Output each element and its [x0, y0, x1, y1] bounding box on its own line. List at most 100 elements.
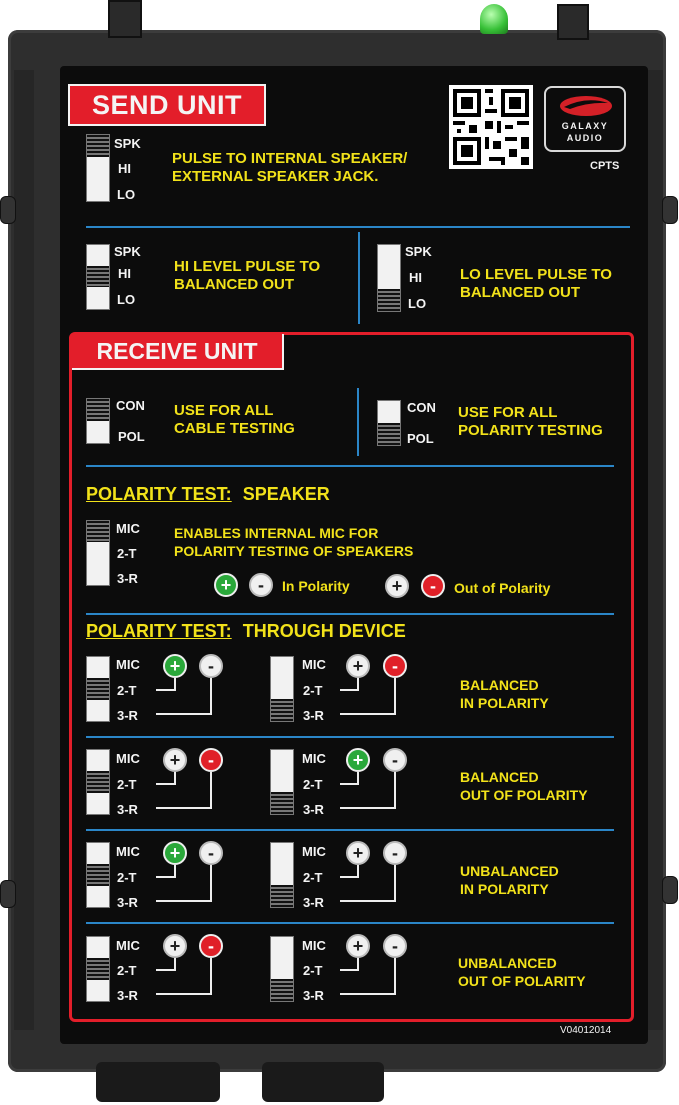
r3-label: 3-R	[303, 895, 324, 910]
mic-label: MIC	[302, 938, 326, 953]
plus-white-icon: +	[346, 934, 370, 958]
desc-line: UNBALANCED	[460, 863, 559, 879]
device-switch	[270, 936, 294, 1002]
r3-label: 3-R	[303, 988, 324, 1003]
wire	[174, 865, 176, 878]
desc-line: USE FOR ALL	[174, 402, 274, 419]
wire	[340, 993, 396, 995]
heading-a: POLARITY TEST:	[86, 621, 232, 641]
minus-white-icon: -	[383, 841, 407, 865]
screw-icon	[0, 196, 16, 224]
plus-white-icon: +	[346, 654, 370, 678]
desc-line: ENABLES INTERNAL MIC FOR	[174, 525, 379, 541]
desc-line: CABLE TESTING	[174, 420, 295, 437]
device-test-heading: POLARITY TEST: THROUGH DEVICE	[86, 621, 406, 642]
send-hi-label: HI	[118, 266, 131, 281]
mic-label: MIC	[116, 521, 140, 536]
minus-white-icon: -	[383, 934, 407, 958]
plus-white-icon: +	[385, 574, 409, 598]
speaker-mic-switch	[86, 520, 110, 586]
desc-line: POLARITY TESTING	[458, 422, 603, 439]
desc-line: PULSE TO INTERNAL SPEAKER/	[172, 150, 408, 167]
pol-label: POL	[407, 431, 434, 446]
wire	[156, 689, 176, 691]
wire	[394, 865, 396, 902]
speaker-test-desc: ENABLES INTERNAL MIC FOR POLARITY TESTIN…	[174, 524, 413, 560]
label-panel	[60, 66, 648, 1044]
minus-white-icon: -	[199, 654, 223, 678]
plus-green-icon: +	[163, 654, 187, 678]
mic-label: MIC	[302, 844, 326, 859]
t2-label: 2-T	[303, 963, 323, 978]
send-row3-desc: LO LEVEL PULSE TO BALANCED OUT	[460, 266, 612, 302]
brand-sub: AUDIO	[566, 133, 604, 143]
device-switch	[270, 842, 294, 908]
model-name: CPTS	[590, 160, 620, 172]
r3-label: 3-R	[303, 708, 324, 723]
wire	[357, 772, 359, 785]
right-rail	[645, 70, 663, 1030]
wire	[357, 958, 359, 971]
device-row2-desc: BALANCED OUT OF POLARITY	[460, 768, 588, 804]
speaker-test-heading: POLARITY TEST: SPEAKER	[86, 484, 330, 505]
send-hi-label: HI	[118, 161, 131, 176]
wire	[156, 783, 176, 785]
send-lo-label: LO	[117, 292, 136, 307]
mic-label: MIC	[116, 751, 140, 766]
r3-label: 3-R	[117, 802, 138, 817]
heading-a: POLARITY TEST:	[86, 484, 232, 504]
send-switch-hi	[86, 244, 110, 310]
desc-line: POLARITY TESTING OF SPEAKERS	[174, 543, 414, 559]
wire	[394, 772, 396, 809]
wire	[156, 713, 212, 715]
wire	[340, 713, 396, 715]
desc-line: BALANCED OUT	[460, 284, 580, 301]
send-spk-label: SPK	[114, 244, 141, 259]
send-unit-title: SEND UNIT	[91, 89, 242, 120]
wire	[340, 900, 396, 902]
device-row3-desc: UNBALANCED IN POLARITY	[460, 862, 559, 898]
desc-line: BALANCED	[460, 769, 539, 785]
r3-label: 3-R	[117, 895, 138, 910]
plus-green-icon: +	[346, 748, 370, 772]
divider	[86, 736, 614, 738]
galaxy-swoosh-icon	[560, 96, 612, 116]
r3-label: 3-R	[117, 988, 138, 1003]
t2-label: 2-T	[117, 777, 137, 792]
wire	[394, 958, 396, 995]
desc-line: OUT OF POLARITY	[460, 787, 588, 803]
send-spk-label: SPK	[405, 244, 432, 259]
minus-white-icon: -	[383, 748, 407, 772]
plus-white-icon: +	[346, 841, 370, 865]
wire	[340, 876, 359, 878]
desc-line: BALANCED OUT	[174, 276, 294, 293]
send-unit-title-box: SEND UNIT	[68, 84, 266, 126]
galaxy-audio-logo: GALAXY AUDIO	[544, 86, 626, 152]
divider	[86, 922, 614, 924]
plus-green-icon: +	[214, 573, 238, 597]
device-switch	[86, 749, 110, 815]
desc-line: UNBALANCED	[458, 955, 557, 971]
send-lo-label: LO	[408, 296, 427, 311]
desc-line: USE FOR ALL	[458, 404, 558, 421]
send-switch-lo	[377, 244, 401, 312]
screw-icon	[662, 196, 678, 224]
divider	[86, 465, 614, 467]
minus-red-icon: -	[383, 654, 407, 678]
desc-line: BALANCED	[460, 677, 539, 693]
wire	[174, 958, 176, 971]
wire	[156, 900, 212, 902]
wire	[340, 969, 359, 971]
divider	[357, 388, 359, 456]
screw-icon	[0, 880, 16, 908]
wire	[156, 807, 212, 809]
send-row1-desc: PULSE TO INTERNAL SPEAKER/ EXTERNAL SPEA…	[172, 150, 407, 186]
t2-label: 2-T	[303, 777, 323, 792]
in-polarity-label: In Polarity	[282, 578, 350, 594]
wire	[156, 876, 176, 878]
minus-white-icon: -	[249, 573, 273, 597]
desc-line: EXTERNAL SPEAKER JACK.	[172, 168, 379, 185]
divider	[358, 232, 360, 324]
divider	[86, 613, 614, 615]
t2-label: 2-T	[117, 683, 137, 698]
